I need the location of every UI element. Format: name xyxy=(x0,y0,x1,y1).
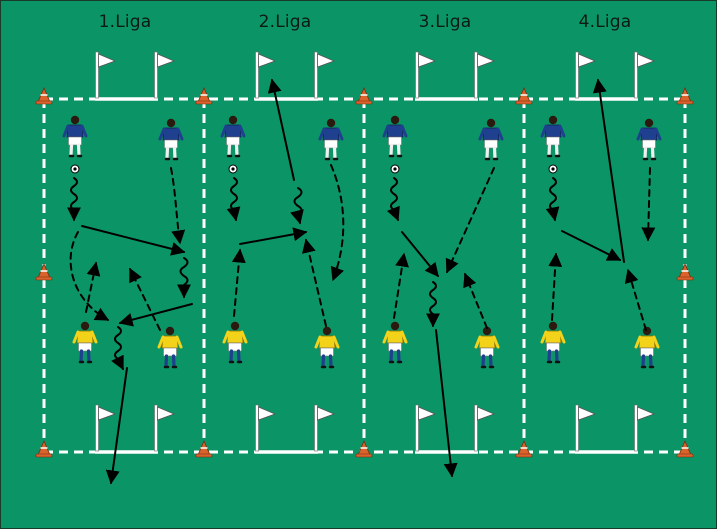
zone-label-4: 4.Liga xyxy=(545,12,665,32)
zone-label-1: 1.Liga xyxy=(65,12,185,32)
zone-label-2: 2.Liga xyxy=(225,12,345,32)
ball-icon xyxy=(549,165,557,173)
ball-icon xyxy=(229,165,237,173)
zone-label-3: 3.Liga xyxy=(385,12,505,32)
ball-icon xyxy=(71,165,79,173)
ball-icon xyxy=(391,165,399,173)
